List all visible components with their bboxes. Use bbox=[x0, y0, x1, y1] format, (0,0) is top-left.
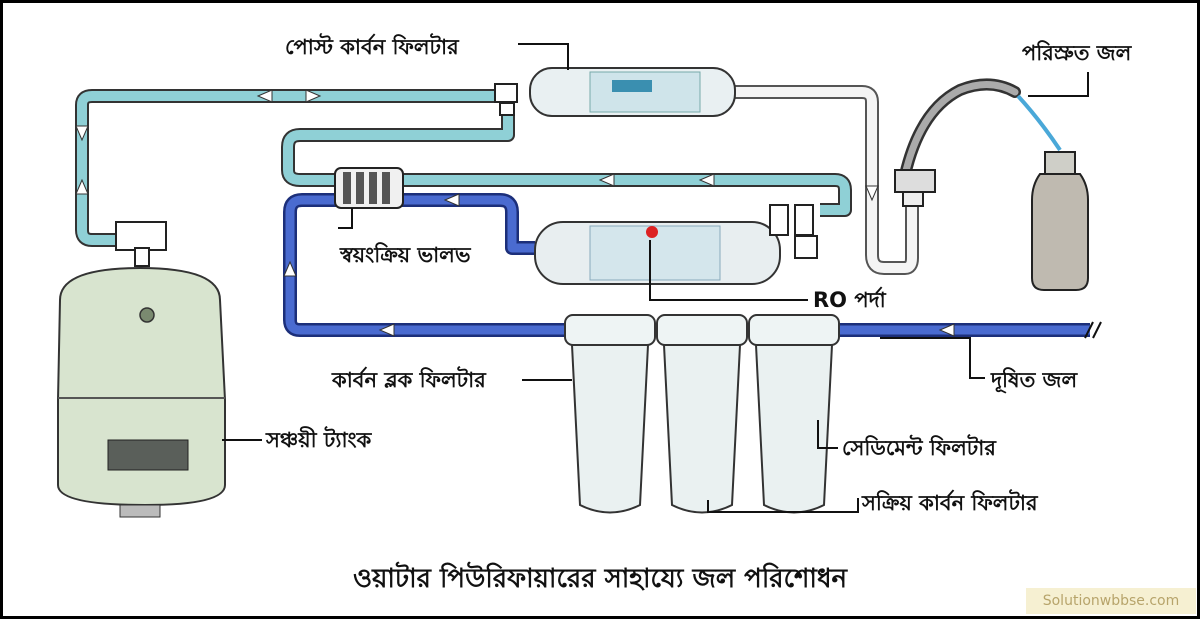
flow-arrows bbox=[75, 89, 955, 337]
label-sediment-filter: সেডিমেন্ট ফিলটার bbox=[842, 434, 997, 460]
label-purified-water: পরিস্রুত জল bbox=[1022, 40, 1133, 65]
label-storage-tank: সঞ্চয়ী ট্যাংক bbox=[265, 426, 373, 452]
feed-water-pipe bbox=[283, 193, 1090, 337]
diagram-caption: ওয়াটার পিউরিফায়ারের সাহায্যে জল পরিশোধ… bbox=[353, 561, 849, 594]
label-ro-membrane: RO পর্দা bbox=[813, 286, 887, 312]
diagram-frame: পোস্ট কার্বন ফিলটার পরিস্রুত জল স্বয়ংক্… bbox=[3, 3, 1197, 616]
auto-shutoff-valve bbox=[334, 167, 404, 209]
purified-outlet-pipe bbox=[735, 85, 919, 275]
label-post-carbon-filter: পোস্ট কার্বন ফিলটার bbox=[285, 33, 460, 59]
water-purifier-diagram: পোস্ট কার্বন ফিলটার পরিস্রুত জল স্বয়ংক্… bbox=[57, 33, 1133, 594]
carbon-block-filter-housing bbox=[564, 314, 656, 514]
watermark: Solutionwbbse.com bbox=[1026, 588, 1196, 614]
ro-membrane-housing bbox=[534, 204, 818, 285]
post-carbon-filter bbox=[494, 67, 736, 117]
tank-outlet-pipe bbox=[75, 89, 505, 247]
label-polluted-water: দূষিত জল bbox=[990, 367, 1078, 393]
faucet bbox=[894, 78, 1062, 207]
sediment-filter-housing bbox=[748, 314, 840, 514]
label-active-carbon-filter: সক্রিয় কার্বন ফিলটার bbox=[861, 489, 1039, 515]
inlet-break-mark bbox=[1084, 321, 1102, 339]
post-carbon-return-pipe bbox=[281, 105, 852, 217]
storage-tank bbox=[57, 221, 226, 518]
active-carbon-filter-housing bbox=[656, 314, 748, 514]
purified-water-bottle bbox=[1031, 151, 1089, 291]
leader-lines bbox=[222, 43, 1089, 513]
label-carbon-block-filter: কার্বন ব্লক ফিলটার bbox=[331, 366, 487, 392]
label-auto-valve: স্বয়ংক্রিয় ভালভ bbox=[339, 242, 472, 267]
